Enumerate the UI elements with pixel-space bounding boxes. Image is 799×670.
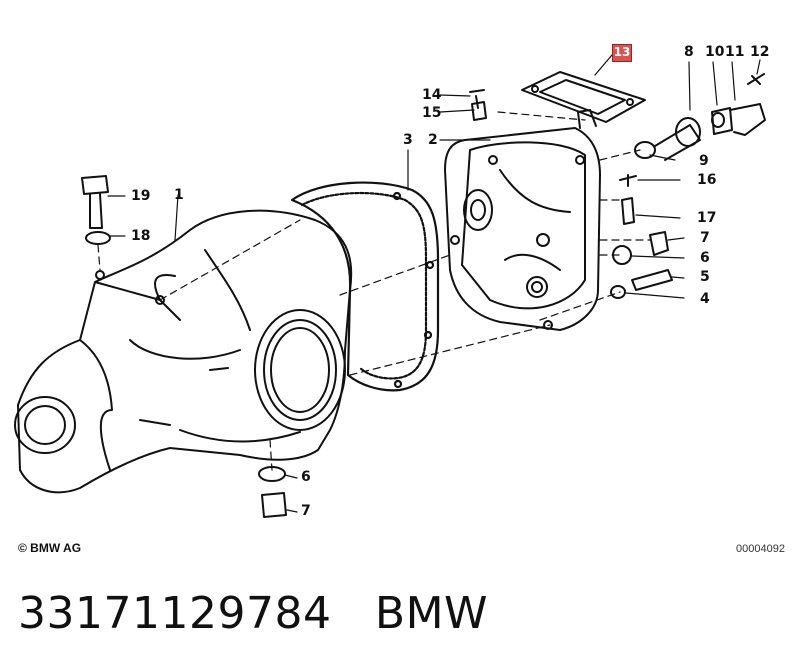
label-12: 12 [750,44,770,60]
bolts-drawing [610,174,673,299]
part-number: 33171129784 [18,588,332,639]
gasket-drawing [290,181,440,392]
bottom-plug-drawing [258,466,287,518]
label-4: 4 [700,291,710,307]
diagram-code: 00004092 [736,543,785,555]
label-17: 17 [697,210,717,226]
label-9: 9 [699,153,709,169]
differential-housing-drawing [14,209,353,494]
label-7-right: 7 [700,230,710,246]
highlighted-part-badge: 13 [612,44,632,62]
label-3: 3 [403,132,413,148]
label-10: 10 [705,44,725,60]
label-1: 1 [174,187,184,203]
mount-bolt-drawing [81,175,111,245]
label-19: 19 [131,188,151,204]
label-6-right: 6 [700,250,710,266]
label-15: 15 [422,105,442,121]
assembly-lines [97,111,651,471]
label-18: 18 [131,228,151,244]
label-13: 13 [613,45,631,59]
breather-assembly-drawing [634,73,766,161]
leader-lines [107,54,761,513]
label-2: 2 [428,132,438,148]
rear-cover-drawing [444,109,601,331]
copyright-text: © BMW AG [18,541,82,555]
part-caption: 33171129784 BMW [18,588,488,639]
brand-name: BMW [374,588,489,639]
label-6-bottom: 6 [301,469,311,485]
label-8: 8 [684,44,694,60]
label-16: 16 [697,172,717,188]
cover-plate-drawing [521,71,646,123]
label-14: 14 [422,87,442,103]
label-5: 5 [700,269,710,285]
label-7-bottom: 7 [301,503,311,519]
exploded-parts-diagram [14,54,766,518]
top-bolt-drawing [469,89,487,121]
label-11: 11 [725,44,745,60]
